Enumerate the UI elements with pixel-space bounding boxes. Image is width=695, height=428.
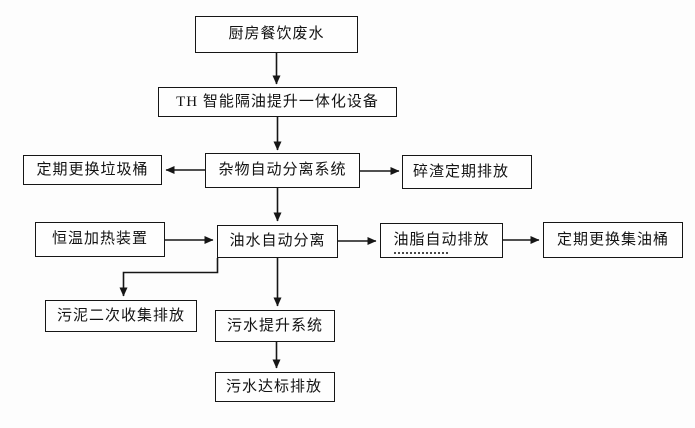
node-constant-temp-heater: 恒温加热装置 xyxy=(35,222,165,257)
node-oil-water-separation: 油水自动分离 xyxy=(217,225,338,258)
node-sludge-secondary-collection: 污泥二次收集排放 xyxy=(45,300,197,332)
node-compliant-discharge: 污水达标排放 xyxy=(215,372,335,402)
node-sewage-lift-system: 污水提升系统 xyxy=(215,310,335,342)
arrow-oil-water-to-sludge xyxy=(119,258,219,297)
node-th-integrated-device: TH 智能隔油提升一体化设备 xyxy=(158,87,397,117)
node-residue-discharge: 碎渣定期排放 xyxy=(402,155,532,189)
proofing-dots xyxy=(394,252,448,254)
node-replace-trash-bin: 定期更换垃圾桶 xyxy=(23,155,162,185)
node-kitchen-wastewater: 厨房餐饮废水 xyxy=(195,16,358,53)
node-replace-oil-barrel: 定期更换集油桶 xyxy=(543,222,683,258)
node-grease-label: 油脂自动排放 xyxy=(393,232,490,248)
node-grease-auto-discharge: 油脂自动排放 xyxy=(380,223,503,258)
node-debris-separation-system: 杂物自动分离系统 xyxy=(205,153,360,188)
